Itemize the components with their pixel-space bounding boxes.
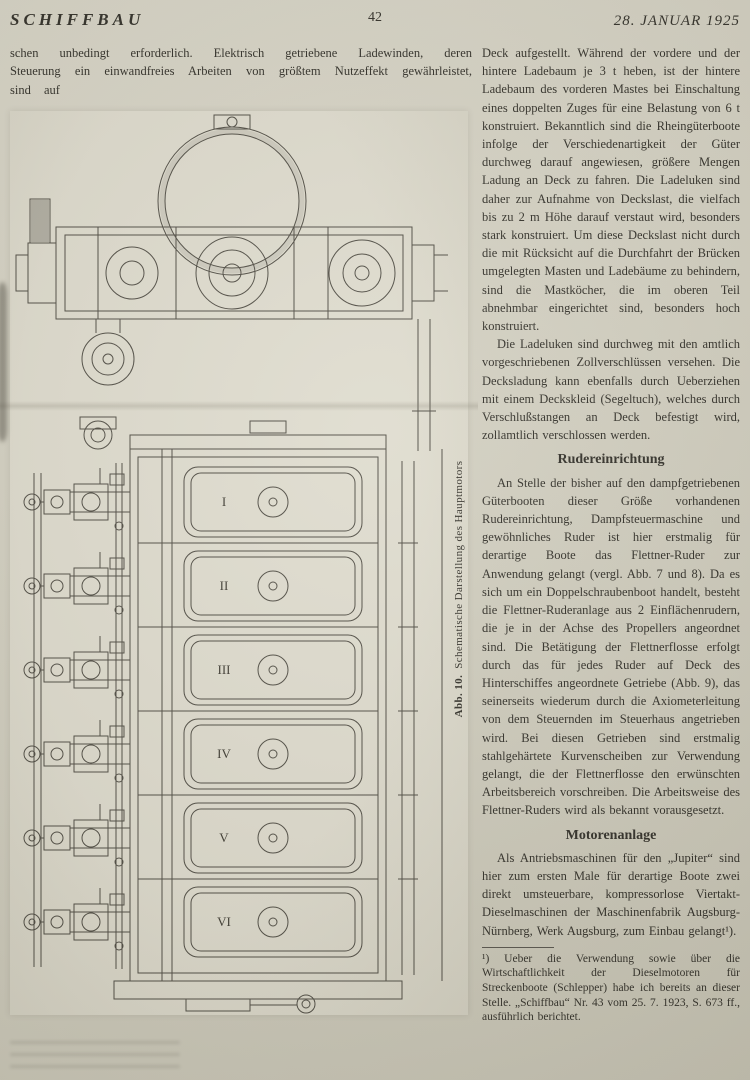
cylinder-label-5: V: [219, 830, 229, 845]
figure-abb-10: I II III IV V VI Abb. 10. Schematische Da…: [0, 111, 478, 1016]
cylinder-label-3: III: [218, 662, 231, 677]
bleedthrough-line: [10, 1053, 180, 1056]
bleedthrough-line: [10, 1041, 180, 1044]
heading-motorenanlage: Motorenanlage: [565, 827, 657, 843]
cylinder-label-1: I: [222, 494, 226, 509]
paragraph-motor: Als Antriebsmaschinen für den „Jupiter“ …: [482, 850, 740, 938]
figure-caption: Abb. 10. Schematische Darstellung des Hau…: [453, 439, 471, 739]
cylinder-label-6: VI: [217, 914, 231, 929]
footnote: ¹) Ueber die Verwendung sowie über die W…: [482, 952, 740, 1024]
right-column: Deck aufgestellt. Während der vordere un…: [482, 44, 740, 1025]
figure-label: Abb. 10.: [453, 674, 465, 718]
heading-rudereinrichtung: Rudereinrichtung: [557, 452, 665, 468]
paragraph-ladeluken: Die Ladeluken sind durchweg mit den amtl…: [482, 337, 740, 443]
journal-title: SCHIFFBAU: [10, 10, 145, 29]
engine-plan-view: [15, 114, 448, 452]
footnote-rule: [482, 946, 554, 948]
cylinder-label-2: II: [220, 578, 229, 593]
paragraph-ruder: An Stelle der bisher auf den dampfgetrie…: [482, 475, 740, 818]
issue-date: 28. JANUAR 1925: [613, 13, 740, 29]
engine-schematic-drawing: I II III IV V VI: [15, 114, 448, 1014]
cylinder-label-4: IV: [217, 746, 231, 761]
scan-crease: [0, 401, 478, 412]
engine-side-view: [23, 416, 443, 1014]
paragraph-deck: Deck aufgestellt. Während der vordere un…: [482, 46, 740, 334]
page-header: SCHIFFBAU 42 28. JANUAR 1925: [10, 10, 740, 36]
cylinder-numerals: I II III IV V VI: [217, 494, 231, 929]
page-number: 42: [368, 10, 382, 25]
figure-caption-text: Schematische Darstellung des Hauptmotors: [453, 460, 465, 669]
scan-edge-smudge: [0, 282, 7, 442]
bleedthrough-line: [10, 1065, 180, 1068]
bleedthrough-smudge: [10, 1032, 180, 1077]
left-column: schen unbedingt erforderlich. Elektrisch…: [0, 44, 478, 1025]
intro-paragraph: schen unbedingt erforderlich. Elektrisch…: [10, 46, 472, 97]
page-content: schen unbedingt erforderlich. Elektrisch…: [0, 44, 740, 1025]
